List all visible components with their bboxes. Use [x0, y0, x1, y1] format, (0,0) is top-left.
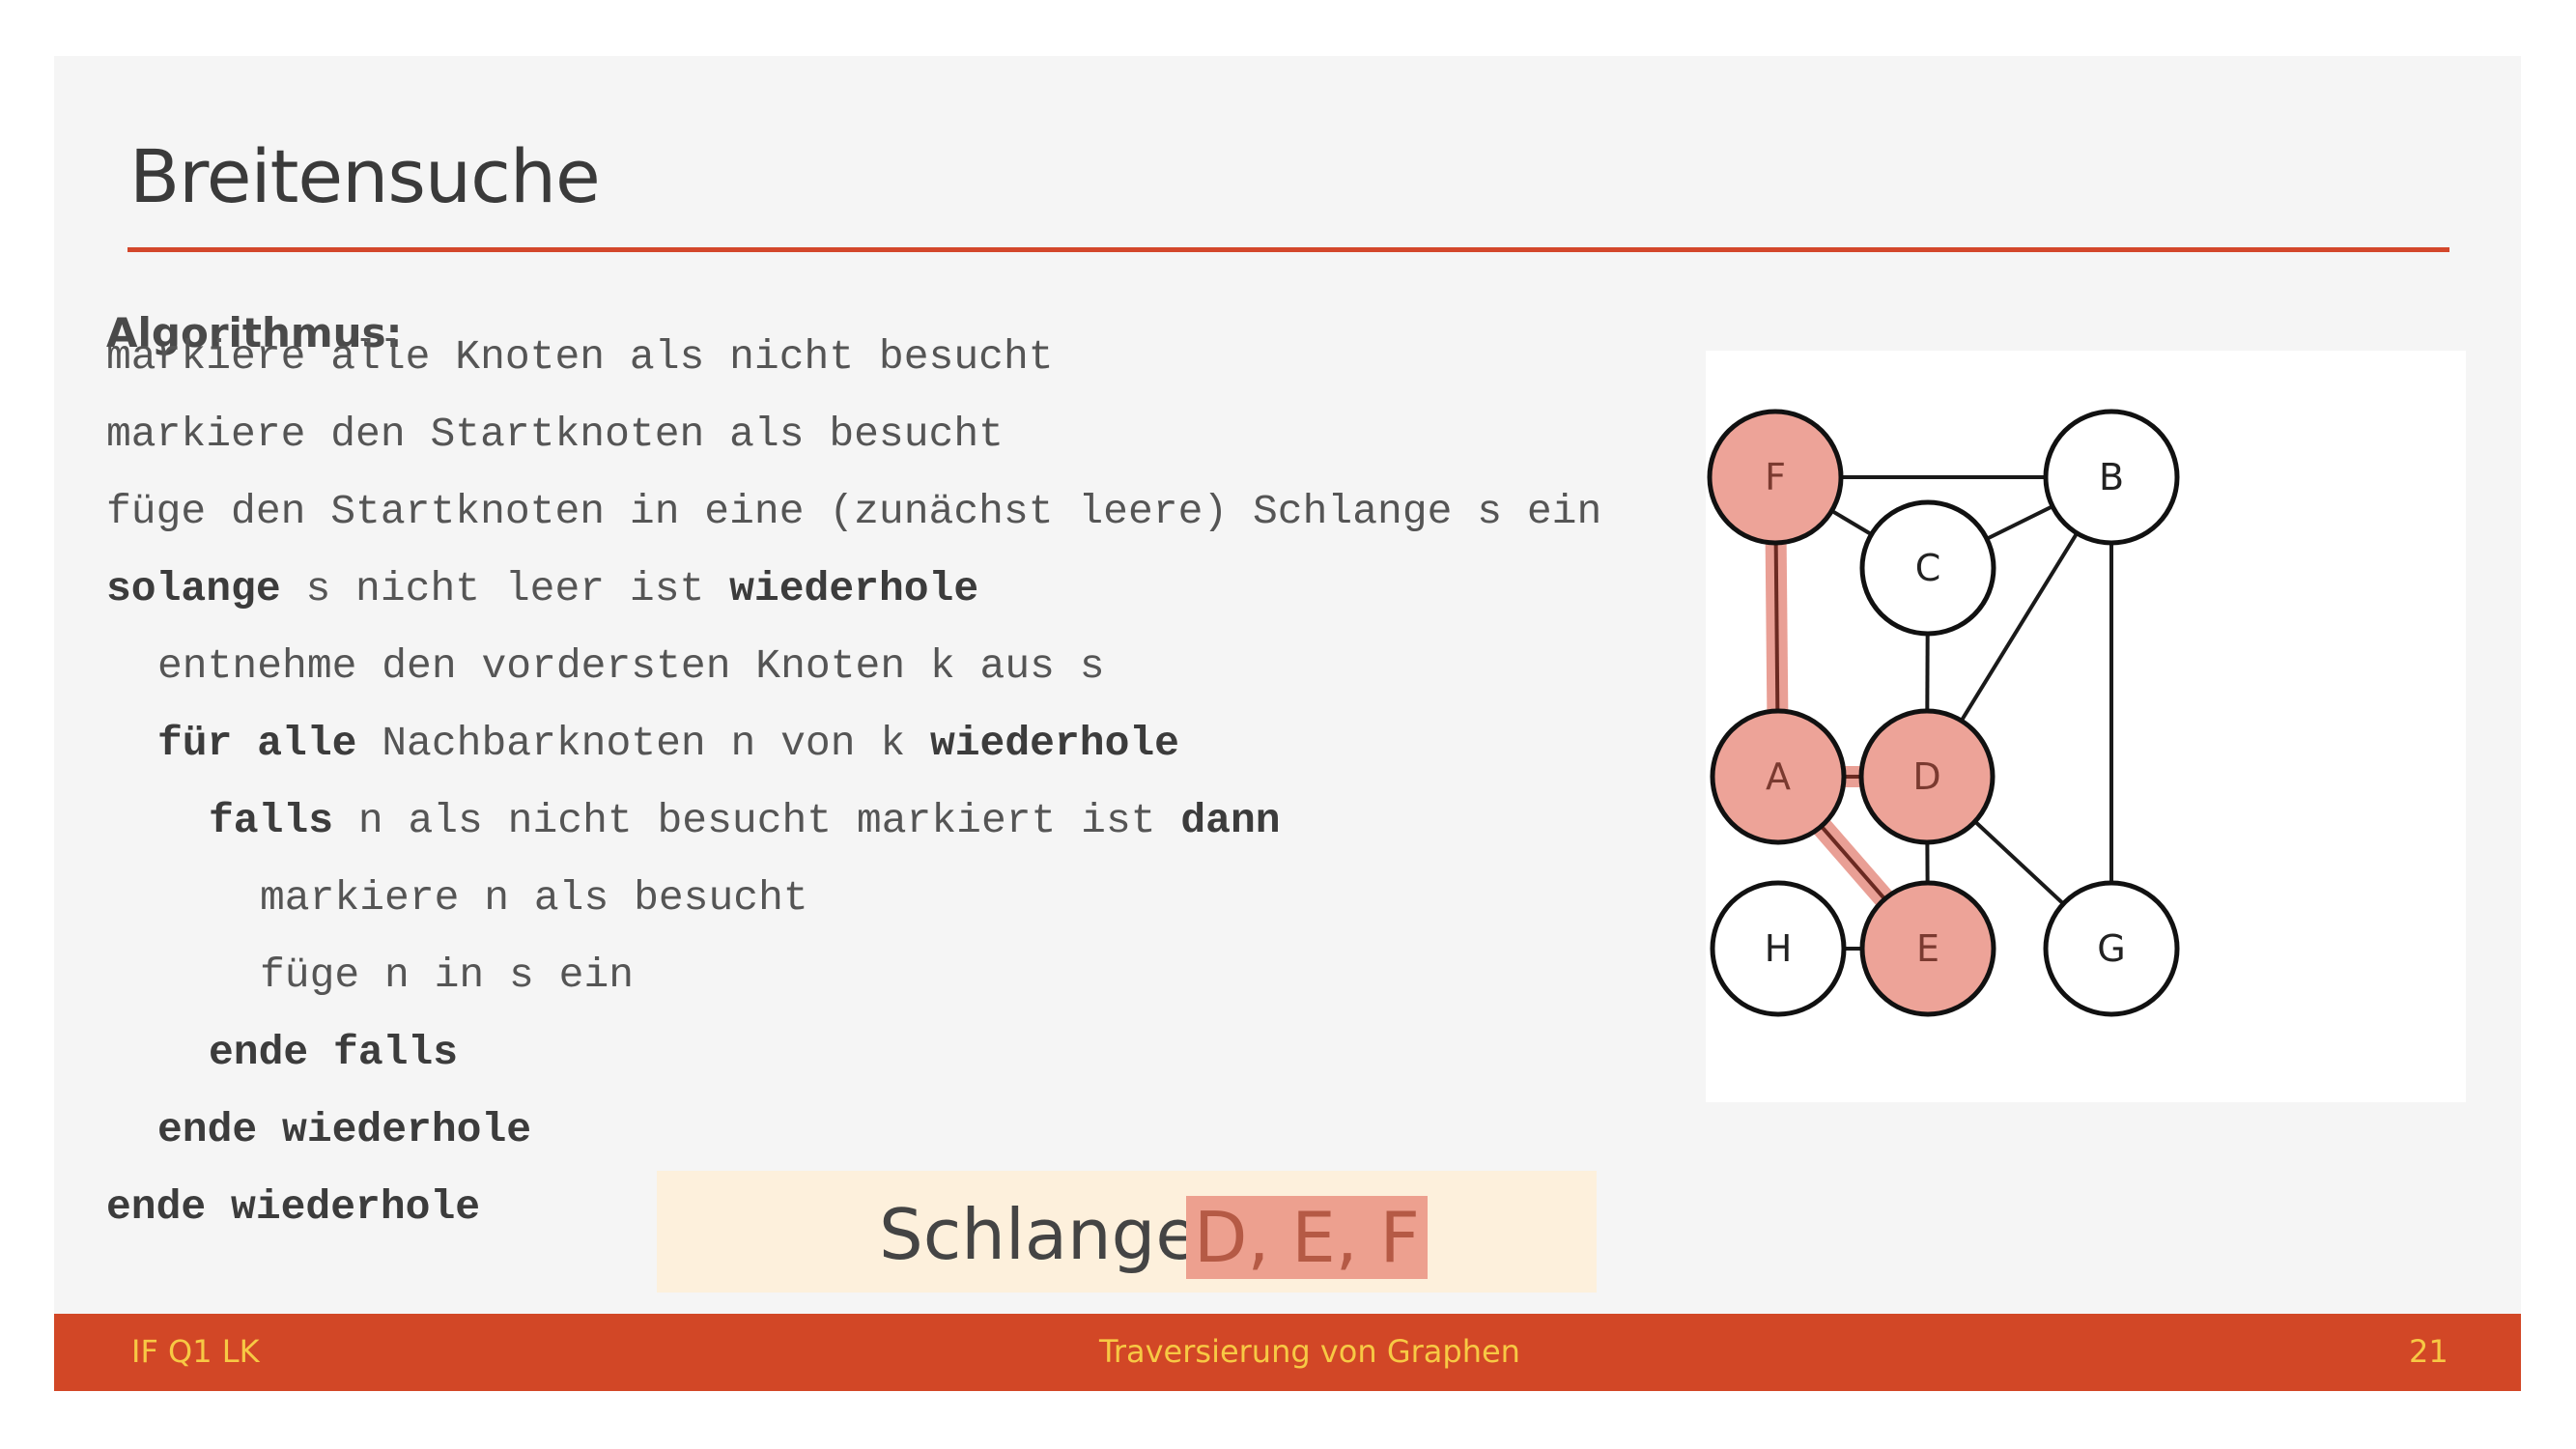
pseudocode-line: ende wiederhole [157, 1106, 531, 1153]
footer-bar: IF Q1 LK Traversierung von Graphen 21 [54, 1314, 2521, 1391]
graph-node-label: H [1765, 927, 1793, 970]
graph-node-label: C [1915, 547, 1941, 589]
pseudocode-line: für alle Nachbarknoten n von k wiederhol… [157, 720, 1179, 767]
pseudocode-text: s nicht leer ist [280, 565, 730, 612]
footer-topic: Traversierung von Graphen [1099, 1333, 1520, 1370]
pseudocode-text: Nachbarknoten n von k [356, 720, 930, 767]
pseudocode-keyword: ende wiederhole [157, 1106, 532, 1153]
pseudocode-text: füge den Startknoten in eine (zunächst l… [106, 488, 1602, 535]
pseudocode-keyword: dann [1180, 797, 1281, 844]
graph-panel: F B C A D H E G [1706, 351, 2466, 1102]
graph-node-G [2043, 880, 2180, 1017]
graph-node-A [1710, 708, 1847, 845]
queue-label: Schlange: [879, 1194, 1244, 1275]
title-divider [127, 247, 2449, 252]
pseudocode-keyword: ende falls [209, 1029, 459, 1076]
graph-diagram: F B C A D H E G [1707, 409, 2180, 1017]
pseudocode-text: markiere alle Knoten als nicht besucht [106, 333, 1054, 381]
slide-title: Breitensuche [129, 133, 601, 219]
pseudocode-keyword: wiederhole [929, 720, 1179, 767]
graph-node-F [1707, 409, 1844, 546]
pseudocode-text: entnehme den vordersten Knoten k aus s [157, 642, 1105, 690]
pseudocode-line: füge den Startknoten in eine (zunächst l… [106, 488, 1601, 535]
pseudocode-text: füge n in s ein [260, 952, 635, 999]
pseudocode-keyword: für alle [157, 720, 357, 767]
pseudocode-line: markiere n als besucht [260, 874, 808, 922]
graph-node-label: B [2099, 456, 2124, 498]
pseudocode-text: markiere den Startknoten als besucht [106, 411, 1004, 458]
pseudocode-line: falls n als nicht besucht markiert ist d… [209, 797, 1281, 844]
graph-node-label: G [2097, 927, 2125, 970]
pseudocode-text: n als nicht besucht markiert ist [333, 797, 1181, 844]
pseudocode-keyword: solange [106, 565, 281, 612]
algorithm-heading: Algorithmus: [106, 309, 403, 356]
pseudocode-keyword: ende wiederhole [106, 1183, 481, 1231]
pseudocode-keyword: falls [209, 797, 334, 844]
pseudocode-line: markiere den Startknoten als besucht [106, 411, 1004, 458]
graph-node-H [1710, 880, 1847, 1017]
pseudocode-line: markiere alle Knoten als nicht besucht [106, 333, 1054, 381]
graph-node-C [1859, 499, 1996, 637]
graph-node-B [2043, 409, 2180, 546]
pseudocode-line: füge n in s ein [260, 952, 634, 999]
pseudocode-line: entnehme den vordersten Knoten k aus s [157, 642, 1105, 690]
graph-node-label: A [1766, 755, 1791, 798]
graph-node-E [1859, 880, 1996, 1017]
graph-node-label: D [1912, 755, 1940, 798]
pseudocode-text: markiere n als besucht [260, 874, 808, 922]
footer-course: IF Q1 LK [131, 1333, 260, 1370]
queue-value: D, E, F [1186, 1196, 1428, 1279]
graph-node-D [1858, 708, 1996, 845]
pseudocode-line: ende wiederhole [106, 1183, 480, 1231]
graph-node-label: E [1916, 927, 1939, 970]
footer-page-number: 21 [2409, 1333, 2449, 1370]
pseudocode-line: ende falls [209, 1029, 458, 1076]
slide: Breitensuche Algorithmus: markiere alle … [54, 56, 2521, 1391]
pseudocode-keyword: wiederhole [729, 565, 979, 612]
pseudocode-line: solange s nicht leer ist wiederhole [106, 565, 978, 612]
graph-node-label: F [1765, 456, 1786, 498]
queue-box [657, 1171, 1597, 1293]
